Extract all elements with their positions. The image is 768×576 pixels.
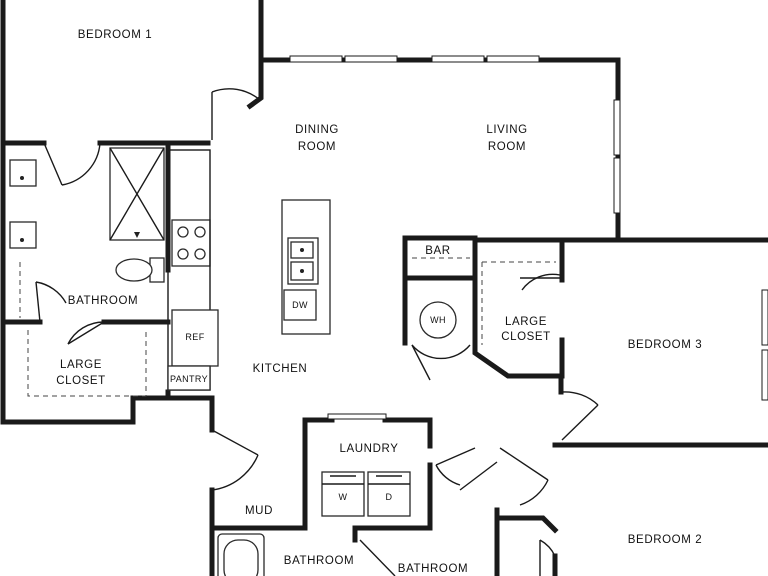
dryer: D — [367, 471, 411, 517]
living-room-label-line2: ROOM — [488, 141, 526, 153]
bedroom-1-label: BEDROOM 1 — [78, 29, 152, 41]
bathroom-bottom-1-label: BATHROOM — [284, 555, 354, 567]
pantry: PANTRY — [167, 365, 211, 391]
bathroom-left-label: BATHROOM — [68, 295, 138, 307]
sink-icon — [9, 159, 37, 249]
room-labels: BEDROOM 1 DINING ROOM LIVING ROOM BATHRO… — [56, 29, 702, 575]
mud-label: MUD — [245, 505, 273, 517]
pantry-label: PANTRY — [170, 374, 208, 384]
dining-room-label-line2: ROOM — [298, 141, 336, 153]
kitchen-island: DW — [281, 199, 331, 335]
water-heater-label: WH — [430, 315, 446, 325]
large-closet-right-label-line2: CLOSET — [501, 331, 551, 343]
refrigerator: REF — [171, 309, 219, 367]
bathtub-icon — [217, 533, 265, 576]
toilet-icon — [115, 257, 165, 283]
bar-label: BAR — [425, 245, 450, 257]
stove-icon — [171, 219, 211, 267]
door-swing-icon — [35, 88, 599, 576]
washer-label: W — [339, 492, 348, 502]
closet-rods — [19, 257, 556, 397]
bedroom-2-label: BEDROOM 2 — [628, 534, 702, 546]
shower-icon — [109, 147, 165, 241]
large-closet-left-label-line1: LARGE — [60, 359, 102, 371]
bathroom-bottom-2-label: BATHROOM — [398, 563, 468, 575]
laundry-label: LAUNDRY — [340, 443, 399, 455]
kitchen-label: KITCHEN — [253, 363, 308, 375]
large-closet-right-label-line1: LARGE — [505, 316, 547, 328]
dishwasher-label: DW — [292, 300, 308, 310]
laundry-shelf — [327, 413, 387, 420]
living-room-label-line1: LIVING — [486, 124, 527, 136]
water-heater: WH — [419, 301, 457, 339]
ref-label: REF — [185, 332, 204, 342]
bedroom-3-label: BEDROOM 3 — [628, 339, 702, 351]
large-closet-left-label-line2: CLOSET — [56, 375, 106, 387]
washer: W — [321, 471, 365, 517]
dryer-label: D — [386, 492, 393, 502]
windows — [289, 55, 768, 401]
dining-room-label-line1: DINING — [295, 124, 339, 136]
